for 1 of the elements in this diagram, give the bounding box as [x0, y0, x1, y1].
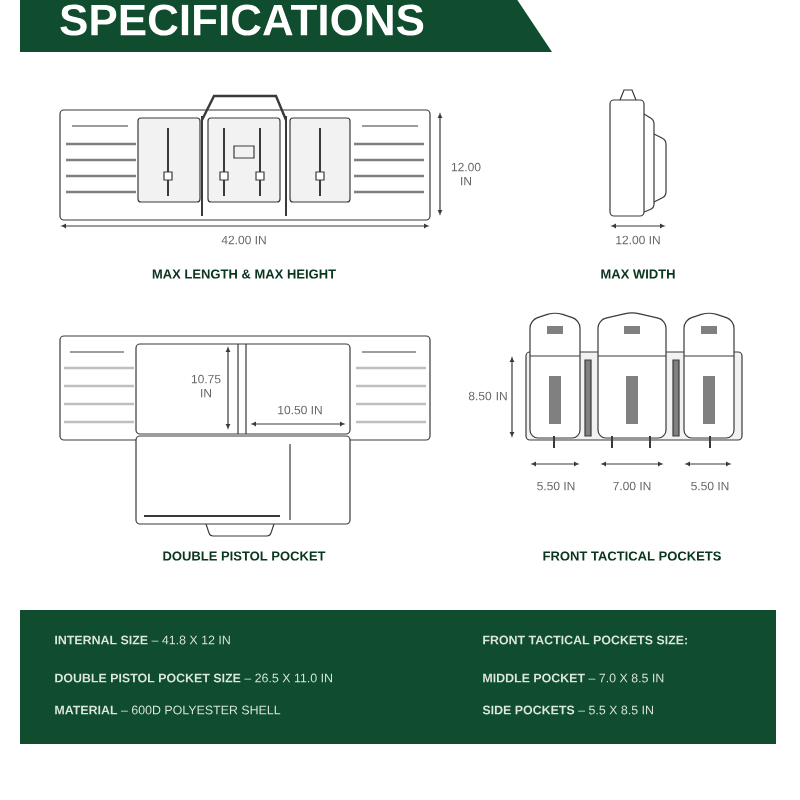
heading: SPECIFICATIONS	[60, 4, 424, 36]
